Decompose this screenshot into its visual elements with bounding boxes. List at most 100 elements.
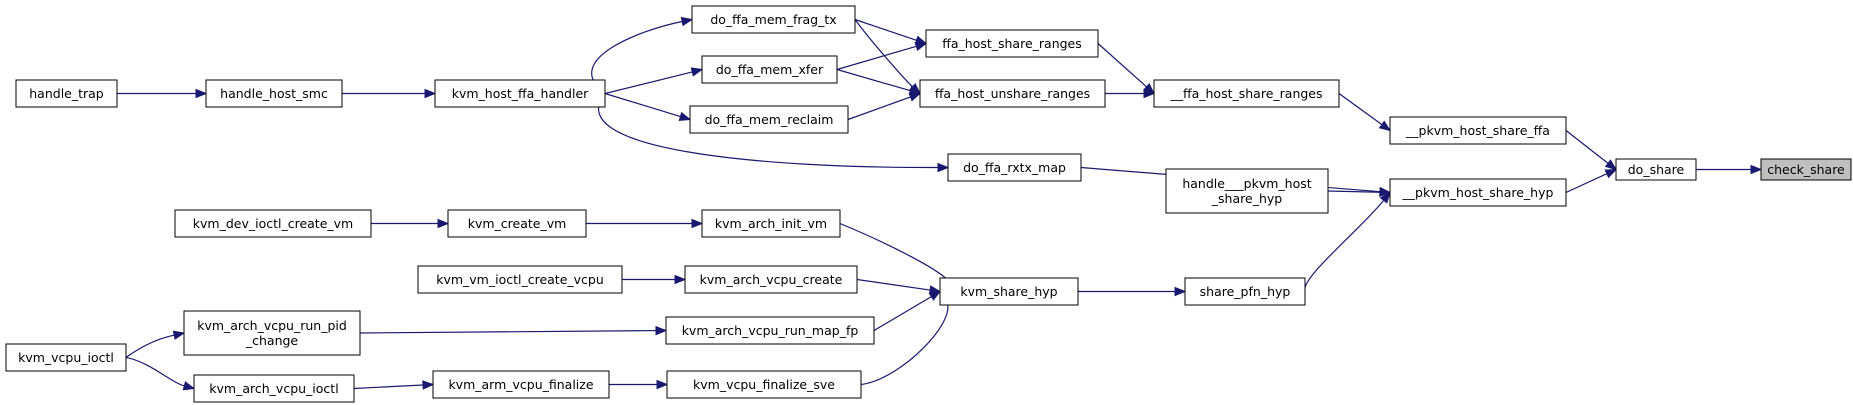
node-ffa-host-share-ranges[interactable]: ffa_host_share_ranges xyxy=(925,29,1099,58)
node-do-ffa-rxtx-map[interactable]: do_ffa_rxtx_map xyxy=(947,153,1082,182)
node-box xyxy=(174,209,372,238)
node-handle-host-smc[interactable]: handle_host_smc xyxy=(205,79,343,108)
edge-line xyxy=(856,278,931,291)
arrowhead-icon xyxy=(928,290,942,301)
arrowhead-icon xyxy=(1143,88,1156,99)
edge-kvm_vm_ioctl_create_vcpu-to-kvm_arch_vcpu_create xyxy=(622,274,687,285)
edge-kvm_create_vm-to-kvm_arch_init_vm xyxy=(586,218,704,229)
node-pkvm-host-share-ffa[interactable]: __pkvm_host_share_ffa xyxy=(1389,116,1567,145)
node-pkvm-host-share-hyp[interactable]: __pkvm_host_share_hyp xyxy=(1389,178,1567,207)
node-label: handle___pkvm_host xyxy=(1182,176,1311,191)
node-kvm-vm-ioctl-create-vcpu[interactable]: kvm_vm_ioctl_create_vcpu xyxy=(417,265,623,294)
node-ffa-host-unshare-ranges[interactable]: ffa_host_unshare_ranges xyxy=(919,79,1106,108)
arrowhead-icon xyxy=(1379,191,1391,204)
edge-line xyxy=(847,96,911,121)
arrowhead-icon xyxy=(680,16,694,27)
node-kvm-arch-init-vm[interactable]: kvm_arch_init_vm xyxy=(701,209,841,238)
node-box xyxy=(205,79,343,108)
edge-handle_trap-to-handle_host_smc xyxy=(117,88,208,99)
node-kvm-arm-vcpu-finalize[interactable]: kvm_arm_vcpu_finalize xyxy=(432,370,610,399)
edge-line xyxy=(873,296,932,332)
arrowhead-icon xyxy=(691,218,704,229)
node-kvm-vcpu-ioctl[interactable]: kvm_vcpu_ioctl xyxy=(5,343,127,372)
node-do-share[interactable]: do_share xyxy=(1615,158,1697,181)
node-box xyxy=(1184,277,1306,306)
edge-do_ffa_mem_xfer-to-ffa_host_unshare_ranges xyxy=(836,68,922,96)
edge-line xyxy=(1327,190,1381,193)
edge-line xyxy=(836,68,911,92)
arrowhead-icon xyxy=(937,162,950,173)
edge-line xyxy=(1338,93,1383,126)
node-kvm-vcpu-finalize-sve[interactable]: kvm_vcpu_finalize_sve xyxy=(666,370,862,399)
arrowhead-icon xyxy=(172,330,186,340)
arrowhead-icon xyxy=(1604,159,1618,171)
node-kvm-arch-vcpu-ioctl[interactable]: kvm_arch_vcpu_ioctl xyxy=(193,374,355,403)
node-label: do_ffa_mem_reclaim xyxy=(705,112,834,127)
edge-layer xyxy=(117,16,1763,391)
node-kvm-dev-ioctl-create-vm[interactable]: kvm_dev_ioctl_create_vm xyxy=(174,209,372,238)
node-kvm-create-vm[interactable]: kvm_create_vm xyxy=(447,209,587,238)
edge-line xyxy=(1097,43,1147,88)
node-label: kvm_arch_vcpu_run_map_fp xyxy=(682,323,859,338)
node-kvm-arch-vcpu-run-map-fp[interactable]: kvm_arch_vcpu_run_map_fp xyxy=(665,316,875,345)
edge-kvm_share_hyp-to-share_pfn_hyp xyxy=(1078,286,1187,297)
node-label: kvm_share_hyp xyxy=(960,284,1057,299)
node-kvm-arch-vcpu-run-pid-change[interactable]: kvm_arch_vcpu_run_pid_change xyxy=(183,310,361,356)
edge-kvm_arch_vcpu_ioctl-to-kvm_arm_vcpu_finalize xyxy=(353,380,435,390)
node-share-pfn-hyp[interactable]: share_pfn_hyp xyxy=(1184,277,1306,306)
node-box xyxy=(432,370,610,399)
edge-handle_host_smc-to-kvm_host_ffa_handler xyxy=(342,88,437,99)
edge-line xyxy=(860,299,949,386)
node-label: kvm_vm_ioctl_create_vcpu xyxy=(436,272,604,287)
edge-line xyxy=(1565,173,1608,194)
edge-do_share-to-check_share xyxy=(1696,164,1763,175)
node-handle---pkvm-host-share-hyp[interactable]: handle___pkvm_host_share_hyp xyxy=(1165,168,1329,214)
node-label: do_share xyxy=(1628,162,1685,177)
arrowhead-icon xyxy=(437,218,450,229)
node-label: kvm_arch_vcpu_ioctl xyxy=(209,381,338,396)
node-box xyxy=(691,5,856,34)
node-label: do_ffa_mem_xfer xyxy=(716,62,824,77)
edge-do_ffa_mem_reclaim-to-ffa_host_unshare_ranges xyxy=(847,92,922,121)
edge-line xyxy=(604,71,693,95)
arrowhead-icon xyxy=(1378,120,1392,132)
edge-kvm_dev_ioctl_create_vm-to-kvm_create_vm xyxy=(371,218,450,229)
arrowhead-icon xyxy=(690,67,704,77)
node-kvm-host-ffa-handler[interactable]: kvm_host_ffa_handler xyxy=(434,79,606,108)
node-kvm-arch-vcpu-create[interactable]: kvm_arch_vcpu_create xyxy=(684,265,858,294)
node-label: __pkvm_host_share_hyp xyxy=(1402,185,1554,200)
node-label: ffa_host_unshare_ranges xyxy=(935,86,1090,101)
node-label: kvm_host_ffa_handler xyxy=(452,86,589,101)
edge-__ffa_host_share_ranges-to-__pkvm_host_share_ffa xyxy=(1338,93,1392,132)
node-do-ffa-mem-frag-tx[interactable]: do_ffa_mem_frag_tx xyxy=(691,5,856,34)
node-label: kvm_arch_vcpu_create xyxy=(700,272,843,287)
edge-line xyxy=(1304,199,1385,292)
node-do-ffa-mem-reclaim[interactable]: do_ffa_mem_reclaim xyxy=(689,105,849,134)
edge-line xyxy=(854,19,913,88)
node-box xyxy=(947,153,1082,182)
node-label: __ffa_host_share_ranges xyxy=(1169,86,1322,101)
node-handle-trap[interactable]: handle_trap xyxy=(15,79,118,108)
edge-__pkvm_host_share_ffa-to-do_share xyxy=(1565,130,1618,171)
node-box xyxy=(193,374,355,403)
node-layer: check_share do_share __pkvm_host_share_ffa… xyxy=(5,5,1852,403)
node-box xyxy=(1615,158,1697,181)
edge-share_pfn_hyp-to-__pkvm_host_share_hyp xyxy=(1304,191,1391,292)
edge-kvm_host_ffa_handler-to-do_ffa_mem_frag_tx xyxy=(591,16,694,94)
arrowhead-icon xyxy=(1379,187,1392,197)
node-label: kvm_dev_ioctl_create_vm xyxy=(193,216,353,231)
edge-line xyxy=(836,45,917,71)
node-do-ffa-mem-xfer[interactable]: do_ffa_mem_xfer xyxy=(701,55,838,84)
edge-do_ffa_mem_xfer-to-ffa_host_share_ranges xyxy=(836,41,928,71)
node-label: check_share xyxy=(1767,162,1845,177)
node-kvm-share-hyp[interactable]: kvm_share_hyp xyxy=(939,277,1079,306)
node-label: ffa_host_share_ranges xyxy=(942,36,1082,51)
edge-kvm_vcpu_ioctl-to-kvm_arch_vcpu_run_pid_change xyxy=(125,330,186,358)
edge-handle___pkvm_host_share_hyp-to-__pkvm_host_share_hyp xyxy=(1327,187,1392,197)
arrowhead-icon xyxy=(1174,286,1187,297)
edge-line xyxy=(854,18,917,41)
node-ffa-host-share-ranges[interactable]: __ffa_host_share_ranges xyxy=(1153,79,1340,108)
node-box xyxy=(1153,79,1340,108)
node-check-share[interactable]: check_share xyxy=(1760,158,1852,181)
